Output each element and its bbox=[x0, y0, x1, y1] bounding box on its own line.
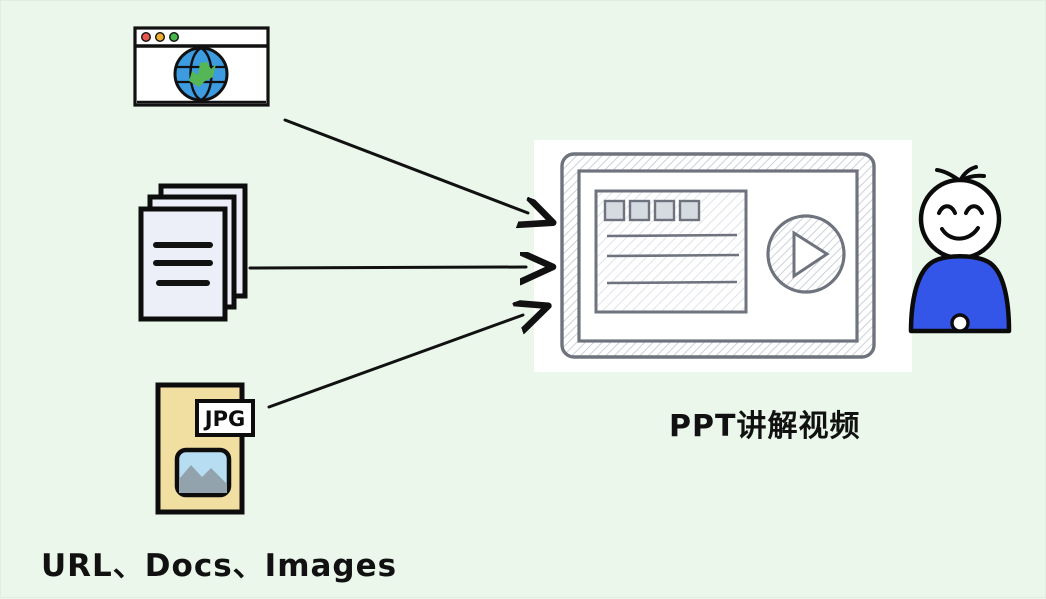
play-button-icon[interactable] bbox=[766, 214, 846, 294]
browser-dot-green bbox=[168, 32, 179, 43]
ppt-video-caption: PPT讲解视频 bbox=[669, 409, 861, 444]
person-mouth bbox=[940, 226, 980, 241]
person-eye-right bbox=[964, 204, 984, 215]
person-hands bbox=[950, 313, 970, 333]
ppt-line-2 bbox=[606, 253, 740, 258]
jpg-badge: JPG bbox=[195, 399, 255, 437]
arrow-images-to-video bbox=[267, 315, 523, 409]
browser-dot-red bbox=[140, 32, 151, 43]
person-eye-left bbox=[937, 204, 957, 215]
person-body bbox=[908, 254, 1012, 334]
ppt-square-2 bbox=[628, 199, 651, 222]
browser-window-icon[interactable] bbox=[133, 26, 270, 107]
svg-text:JPG: JPG bbox=[203, 407, 245, 431]
browser-dot-yellow bbox=[154, 32, 165, 43]
ppt-line-3 bbox=[606, 280, 738, 285]
ppt-square-3 bbox=[653, 199, 676, 222]
ppt-square-4 bbox=[678, 199, 701, 222]
globe-icon bbox=[173, 46, 229, 102]
person-head bbox=[918, 177, 1002, 261]
ppt-square-1 bbox=[603, 199, 626, 222]
person-figure[interactable] bbox=[908, 165, 1012, 334]
arrow-url-to-video bbox=[283, 118, 528, 213]
sources-caption: URL、Docs、Images bbox=[41, 548, 398, 584]
ppt-line-1 bbox=[606, 233, 738, 238]
documents-icon[interactable] bbox=[138, 183, 248, 322]
arrow-docs-to-video bbox=[248, 267, 526, 268]
ppt-video-icon[interactable] bbox=[560, 152, 876, 359]
image-file-icon[interactable]: JPG bbox=[155, 382, 255, 515]
ppt-content-block bbox=[594, 189, 748, 314]
image-thumbnail-icon bbox=[174, 447, 232, 498]
